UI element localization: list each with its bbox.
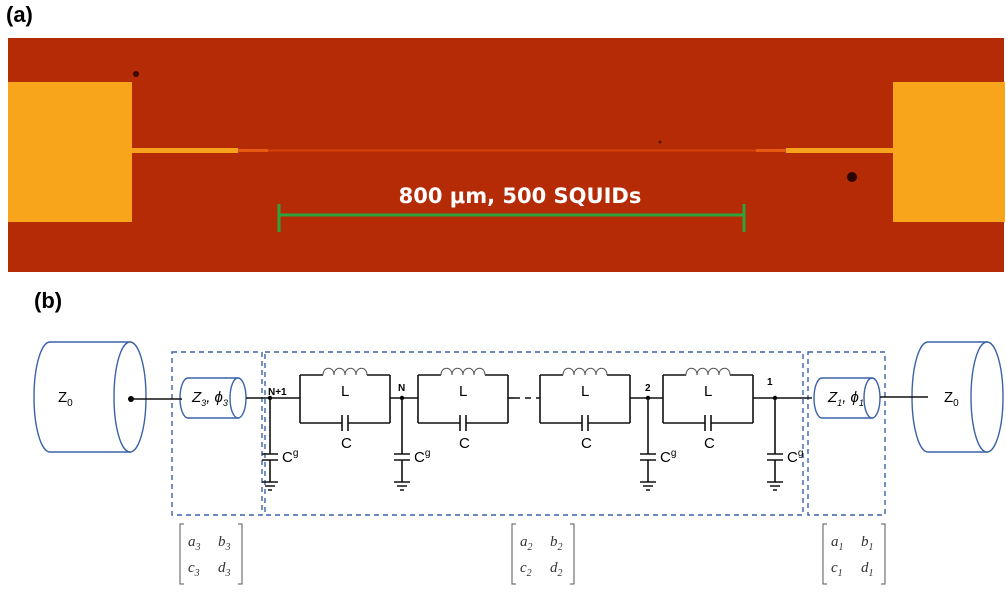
- debris-speck: [658, 140, 662, 144]
- inductor-coil: [322, 367, 368, 376]
- left-taper: [238, 149, 268, 152]
- capacitor-label: C: [341, 435, 352, 452]
- matrix-element: d3: [218, 560, 231, 579]
- ground-capacitors: Cg Cg Cg Cg: [262, 395, 803, 491]
- svg-text:Z0: Z0: [58, 389, 73, 409]
- inductor-label: L: [459, 383, 467, 400]
- transfer-matrix: a3 b3 c3 d3: [179, 523, 243, 585]
- transfer-matrix: a2 b2 c2 d2: [511, 523, 575, 585]
- scale-bar: [277, 204, 746, 232]
- inductor-label: L: [704, 383, 712, 400]
- unit-cell: LC: [662, 367, 754, 452]
- left-feedline: [132, 148, 238, 153]
- right-load-sub: 0: [953, 398, 959, 409]
- inductor-coil: [562, 367, 608, 376]
- scale-bar-label: 800 μm, 500 SQUIDs: [399, 184, 642, 208]
- left-load-cylinder: Z0: [33, 341, 147, 453]
- ground-capacitor: Cg: [394, 395, 430, 491]
- squid-array: [268, 149, 756, 152]
- unit-cell: LC: [417, 367, 509, 452]
- node-label: N: [398, 383, 405, 394]
- left-load-sub: 0: [67, 398, 73, 409]
- matrix-element: b3: [218, 534, 231, 553]
- ground-capacitor: Cg: [262, 395, 298, 491]
- capacitor-label: C: [459, 435, 470, 452]
- matrix-element: b2: [550, 534, 563, 553]
- matrix-element: d1: [861, 560, 874, 579]
- right-load-cylinder: Z0: [874, 341, 1004, 453]
- transfer-matrix: a1 b1 c1 d1: [822, 523, 886, 585]
- right-taper: [756, 149, 786, 152]
- svg-text:Z0: Z0: [944, 389, 959, 409]
- matrix-element: a1: [831, 534, 844, 553]
- svg-text:Z1, ϕ1: Z1, ϕ1: [827, 389, 864, 408]
- left-bond-pad: [8, 82, 132, 222]
- node-label: 2: [645, 383, 651, 394]
- matrix-element: c3: [188, 560, 200, 579]
- ground-cap-label: Cg: [787, 448, 803, 466]
- matrix-element: a2: [520, 534, 533, 553]
- debris-speck: [133, 71, 139, 77]
- section-box-array: [264, 351, 804, 516]
- right-line-phi: ϕ: [851, 389, 859, 406]
- inductor-coil: [440, 367, 486, 376]
- node-label: N+1: [268, 387, 287, 398]
- substrate: [8, 38, 1004, 272]
- matrix-element: c1: [831, 560, 843, 579]
- left-transmission-line: Z3, ϕ3: [179, 377, 247, 419]
- ground-cap-label: Cg: [660, 448, 676, 466]
- section-box-left-line: [171, 351, 263, 516]
- ground-capacitor: Cg: [767, 395, 803, 491]
- right-feedline: [786, 148, 893, 153]
- right-line-z: Z: [827, 389, 838, 406]
- ground-capacitor: Cg: [640, 395, 676, 491]
- matrix-element: a3: [188, 534, 201, 553]
- inductor-label: L: [341, 383, 349, 400]
- matrix-element: d2: [550, 560, 563, 579]
- section-box-right-line: [807, 351, 886, 516]
- matrix-element: c2: [520, 560, 532, 579]
- left-line-phi: ϕ: [215, 389, 223, 406]
- left-load-label: Z: [58, 389, 67, 406]
- panel-b-label: (b): [34, 288, 62, 313]
- capacitor-label: C: [581, 435, 592, 452]
- capacitor-label: C: [704, 435, 715, 452]
- node-label: 1: [767, 377, 773, 388]
- panel-a-label: (a): [6, 2, 33, 27]
- transfer-matrices: a3 b3 c3 d3 a2 b2 c2 d2 a1 b1 c1 d1: [179, 523, 886, 585]
- inductor-coil: [685, 367, 731, 376]
- micrograph: 800 μm, 500 SQUIDs: [8, 38, 1005, 272]
- right-load-label: Z: [944, 389, 953, 406]
- matrix-element: b1: [861, 534, 874, 553]
- circuit-wiring: [131, 396, 928, 400]
- unit-cell: LC: [299, 367, 391, 452]
- unit-cell: LC: [539, 367, 631, 452]
- ground-cap-label: Cg: [282, 448, 298, 466]
- inductor-label: L: [581, 383, 589, 400]
- debris-speck: [847, 172, 857, 182]
- right-bond-pad: [893, 82, 1005, 222]
- left-line-z: Z: [191, 389, 202, 406]
- ground-cap-label: Cg: [414, 448, 430, 466]
- right-transmission-line: Z1, ϕ1: [813, 377, 881, 419]
- svg-text:Z3, ϕ3: Z3, ϕ3: [191, 389, 228, 408]
